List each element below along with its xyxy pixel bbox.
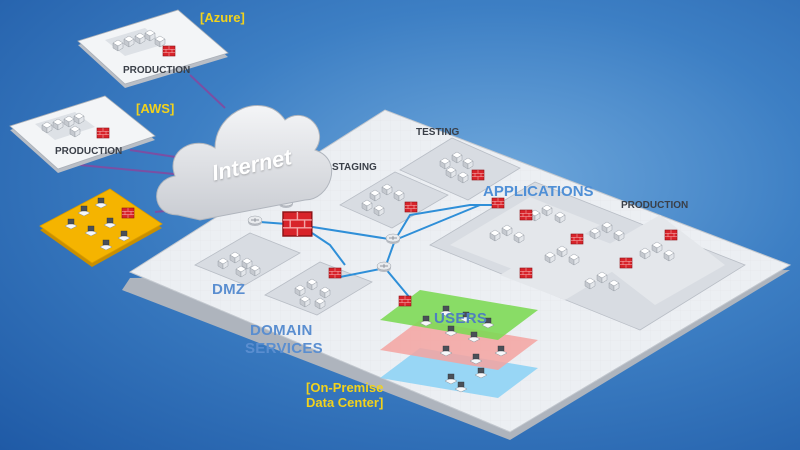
azure-production-label: PRODUCTION [123,65,191,76]
on-premise-label: [On-Premise Data Center] [306,380,384,410]
internet-cloud [156,104,333,221]
dmz-label: DMZ [212,281,246,298]
domain-services-label-line2: SERVICES [245,340,323,357]
zone-staging [339,171,449,229]
branch-office-tile [39,188,163,267]
users-label: USERS [434,310,488,327]
azure-tile [77,9,229,88]
production-label: PRODUCTION [621,200,689,211]
zone-dmz [194,232,301,286]
users-layers [380,290,538,398]
azure-label: [Azure] [200,10,245,25]
aws-label: [AWS] [136,101,175,116]
applications-label: APPLICATIONS [483,183,594,200]
aws-production-label: PRODUCTION [55,146,123,157]
zone-testing [399,137,521,201]
zone-production [429,181,746,331]
domain-services-label-line1: DOMAIN [250,322,313,339]
testing-label: TESTING [416,127,460,138]
lan-links [259,204,495,299]
staging-label: STAGING [332,162,377,173]
aws-tile [9,95,156,173]
